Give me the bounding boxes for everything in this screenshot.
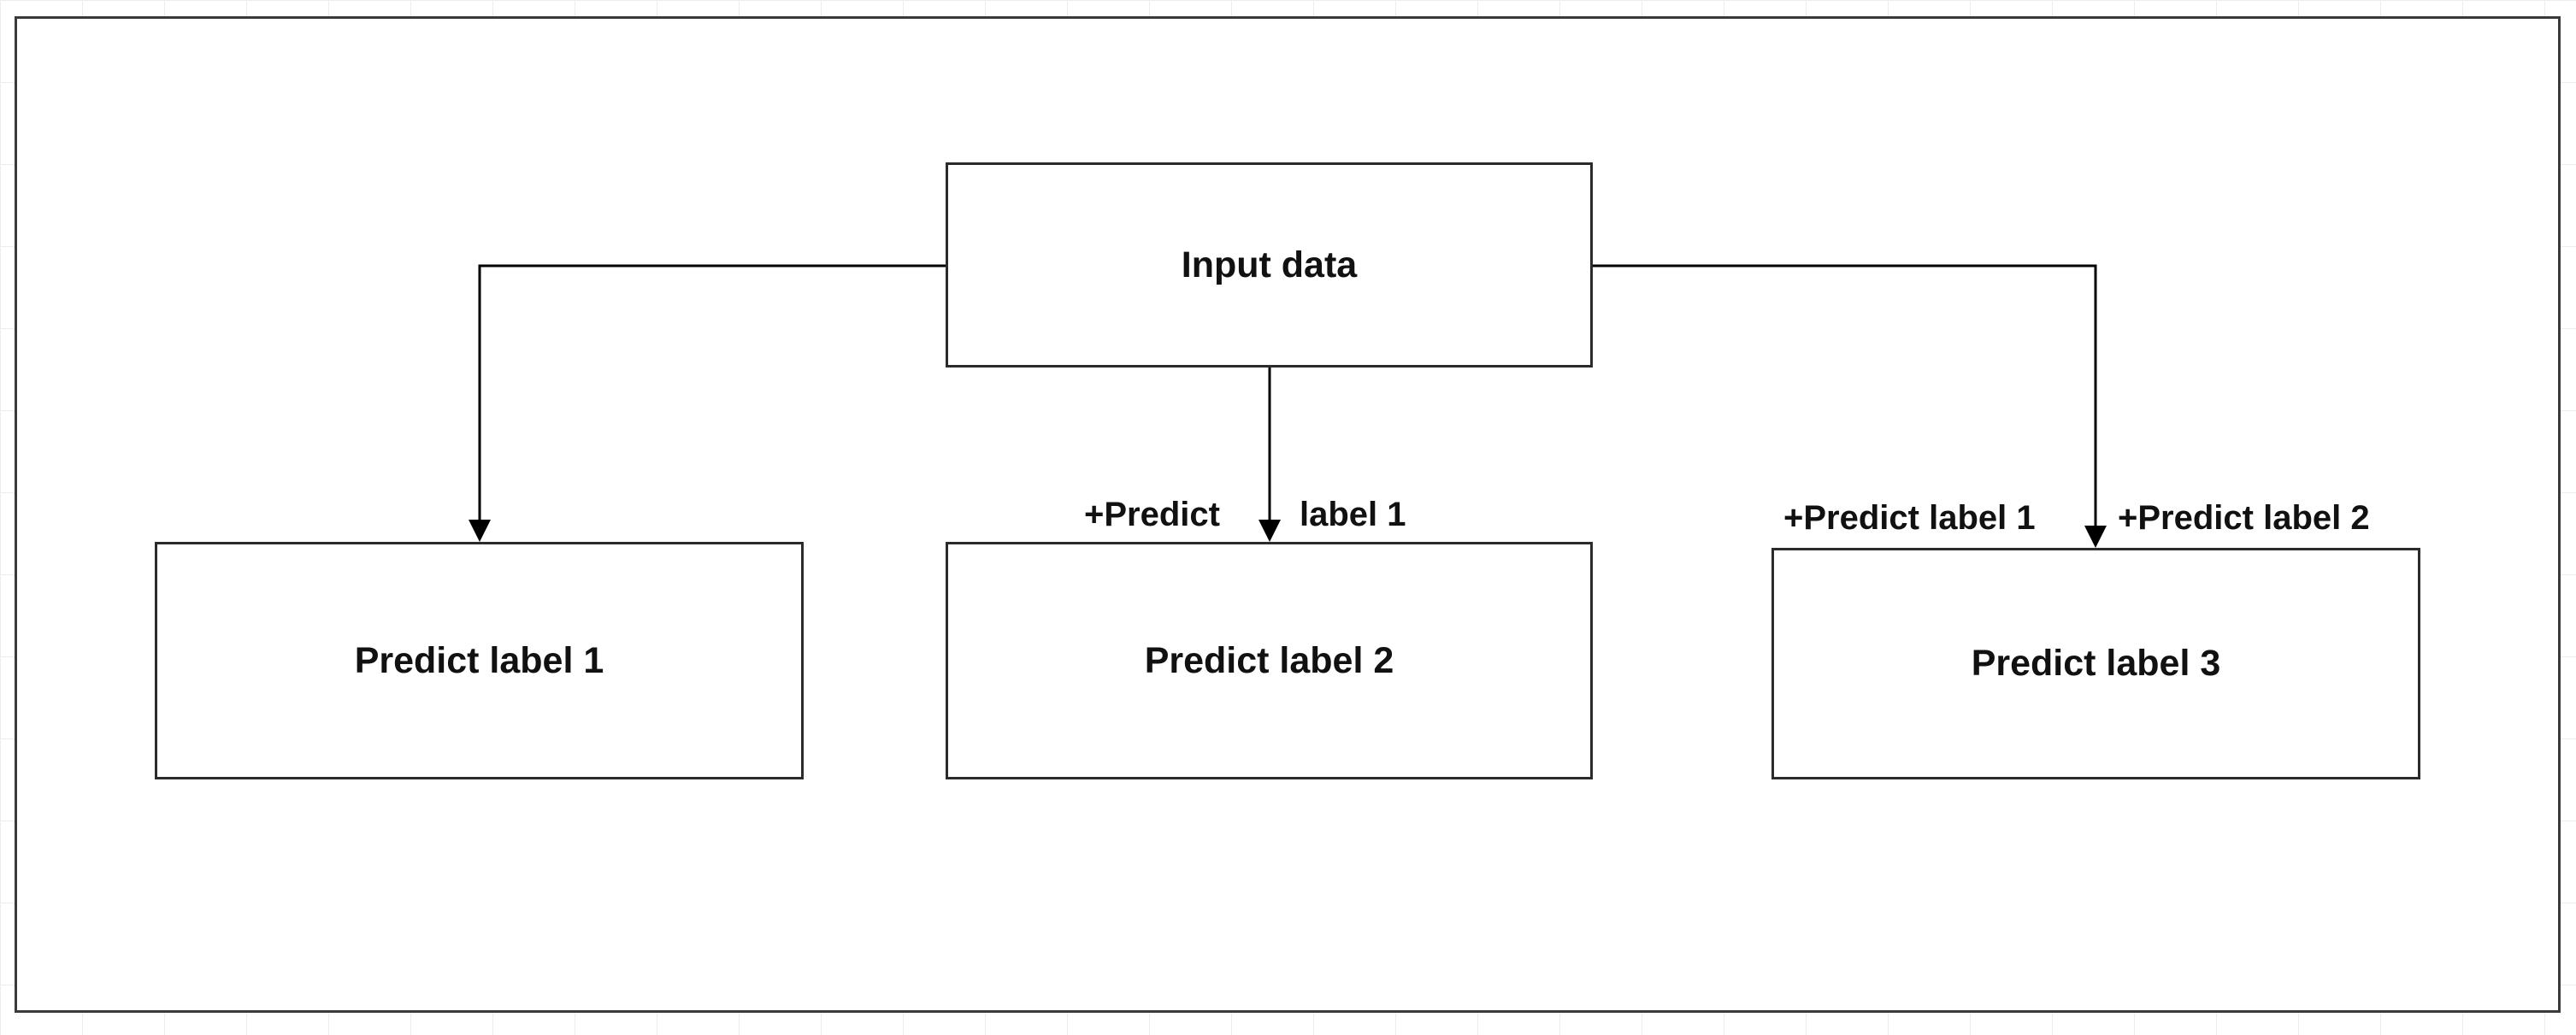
- node-predict-label-3-text: Predict label 3: [1971, 643, 2221, 684]
- node-predict-label-3[interactable]: Predict label 3: [1771, 548, 2420, 779]
- arrowhead-predict-3: [2084, 526, 2107, 548]
- edge-input-to-predict-1: [478, 264, 946, 523]
- edge-label-predict-3-right: +Predict label 2: [2118, 499, 2370, 537]
- node-predict-label-1-text: Predict label 1: [354, 639, 604, 681]
- arrowhead-predict-1: [469, 520, 491, 542]
- edge-input-to-predict-3: [1593, 264, 2097, 529]
- node-predict-label-2[interactable]: Predict label 2: [946, 542, 1593, 779]
- edge-label-predict-3-left: +Predict label 1: [1783, 499, 2036, 537]
- node-predict-label-1[interactable]: Predict label 1: [155, 542, 804, 779]
- node-input-data[interactable]: Input data: [946, 162, 1593, 368]
- edge-label-predict-2-right: label 1: [1300, 496, 1406, 533]
- arrowhead-predict-2: [1259, 520, 1281, 542]
- node-input-data-label: Input data: [1181, 244, 1358, 285]
- edge-label-predict-2-left: +Predict: [1084, 496, 1220, 533]
- node-predict-label-2-text: Predict label 2: [1144, 639, 1394, 681]
